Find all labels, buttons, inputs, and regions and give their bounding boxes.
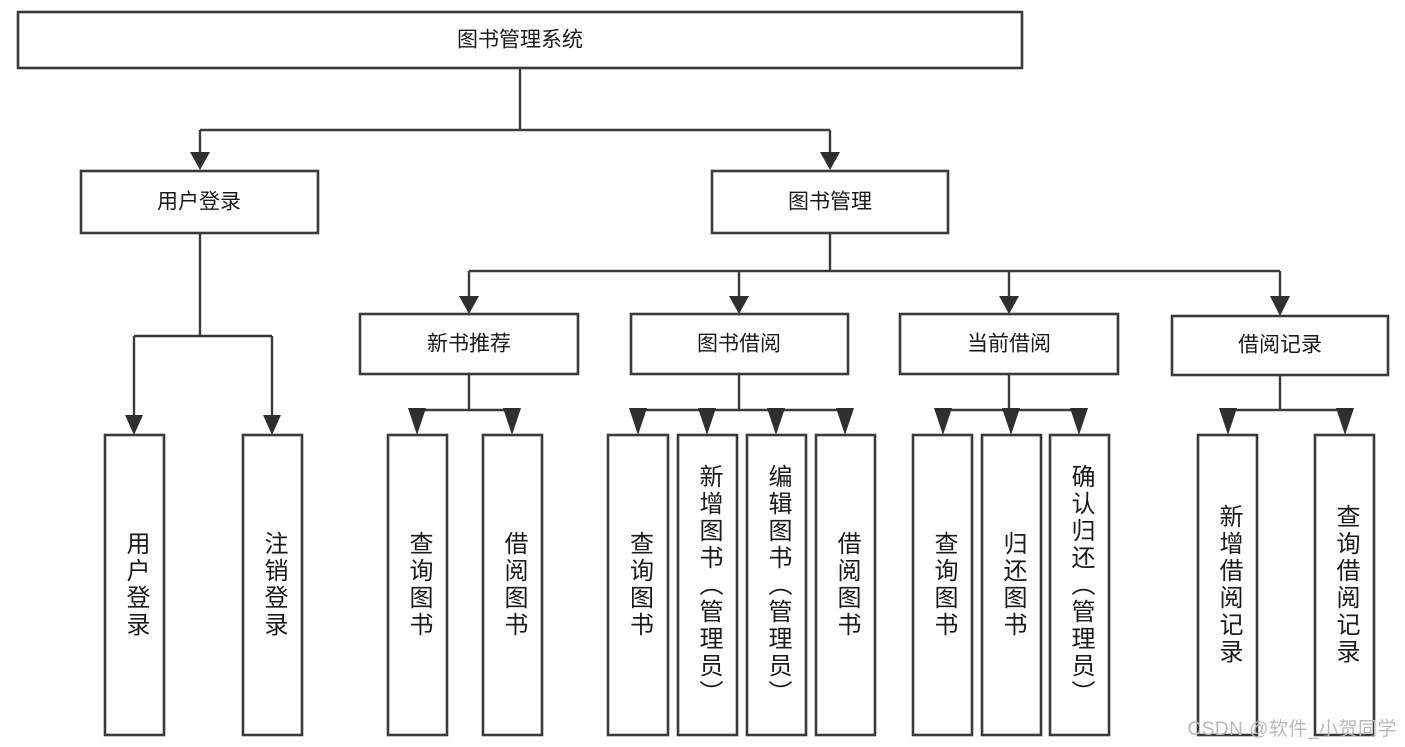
node-borrow-record-label: 借阅记录: [1238, 334, 1322, 357]
arrowhead-borrow-record: [1270, 296, 1290, 316]
node-new-book-recommend[interactable]: [358, 312, 580, 376]
arrowhead-cb-leaf-2: [1002, 408, 1020, 435]
node-borrow-record[interactable]: [1170, 314, 1390, 377]
arrowhead-book-manage: [820, 152, 840, 170]
arrowhead-current-borrow: [999, 296, 1019, 314]
leaf-box-current-borrow-1[interactable]: [911, 433, 974, 737]
node-book-borrow[interactable]: [629, 312, 850, 376]
arrowhead-book-borrow: [729, 296, 749, 314]
arrowhead-br-leaf-1: [1219, 408, 1237, 435]
arrowhead-nb-leaf-2: [503, 408, 521, 435]
leaf-box-borrow-record-1[interactable]: [1196, 433, 1259, 737]
leaf-box-book-borrow-1[interactable]: [606, 433, 670, 737]
leaf-box-current-borrow-2[interactable]: [980, 433, 1043, 737]
node-current-borrow[interactable]: [898, 312, 1120, 376]
leaf-box-user-login-2[interactable]: [241, 433, 304, 737]
node-user-login[interactable]: [79, 169, 320, 235]
connector-layer: [125, 68, 1354, 435]
node-layer: 图书管理系统 用户登录 图书管理 新书推荐 图书借阅 当前借阅 借阅记录: [16, 10, 1390, 737]
node-root-label: 图书管理系统: [457, 29, 583, 52]
arrowhead-cb-leaf-1: [934, 408, 952, 435]
node-new-book-recommend-label: 新书推荐: [427, 333, 511, 356]
arrowhead-bb-leaf-2: [698, 408, 716, 435]
leaf-box-new-book-2[interactable]: [481, 433, 544, 737]
arrowhead-br-leaf-2: [1336, 408, 1354, 435]
node-book-manage[interactable]: [710, 169, 950, 235]
arrowhead-new-book: [459, 296, 479, 314]
leaf-box-book-borrow-3[interactable]: [745, 433, 808, 737]
node-current-borrow-label: 当前借阅: [967, 333, 1051, 356]
arrowhead-nb-leaf-1: [408, 408, 426, 435]
arrowhead-cb-leaf-3: [1070, 408, 1088, 435]
arrowhead-bb-leaf-1: [629, 408, 647, 435]
leaf-box-borrow-record-2[interactable]: [1313, 433, 1376, 737]
node-root[interactable]: [16, 10, 1024, 70]
leaf-box-current-borrow-3[interactable]: [1048, 433, 1111, 737]
leaf-box-user-login-1[interactable]: [103, 433, 166, 737]
node-book-borrow-label: 图书借阅: [697, 333, 781, 356]
csdn-watermark: CSDN @软件_小贺同学: [1187, 719, 1397, 740]
arrowhead-leaf-logout: [263, 415, 281, 435]
leaf-box-new-book-1[interactable]: [386, 433, 449, 737]
leaf-box-book-borrow-2[interactable]: [676, 433, 739, 737]
arrowhead-bb-leaf-3: [767, 408, 785, 435]
arrowhead-user-login: [190, 152, 210, 170]
arrowhead-bb-leaf-4: [836, 408, 854, 435]
node-user-login-label: 用户登录: [157, 191, 241, 214]
arrowhead-leaf-user-login: [125, 415, 143, 435]
leaf-box-book-borrow-4[interactable]: [814, 433, 877, 737]
node-book-manage-label: 图书管理: [788, 191, 872, 214]
